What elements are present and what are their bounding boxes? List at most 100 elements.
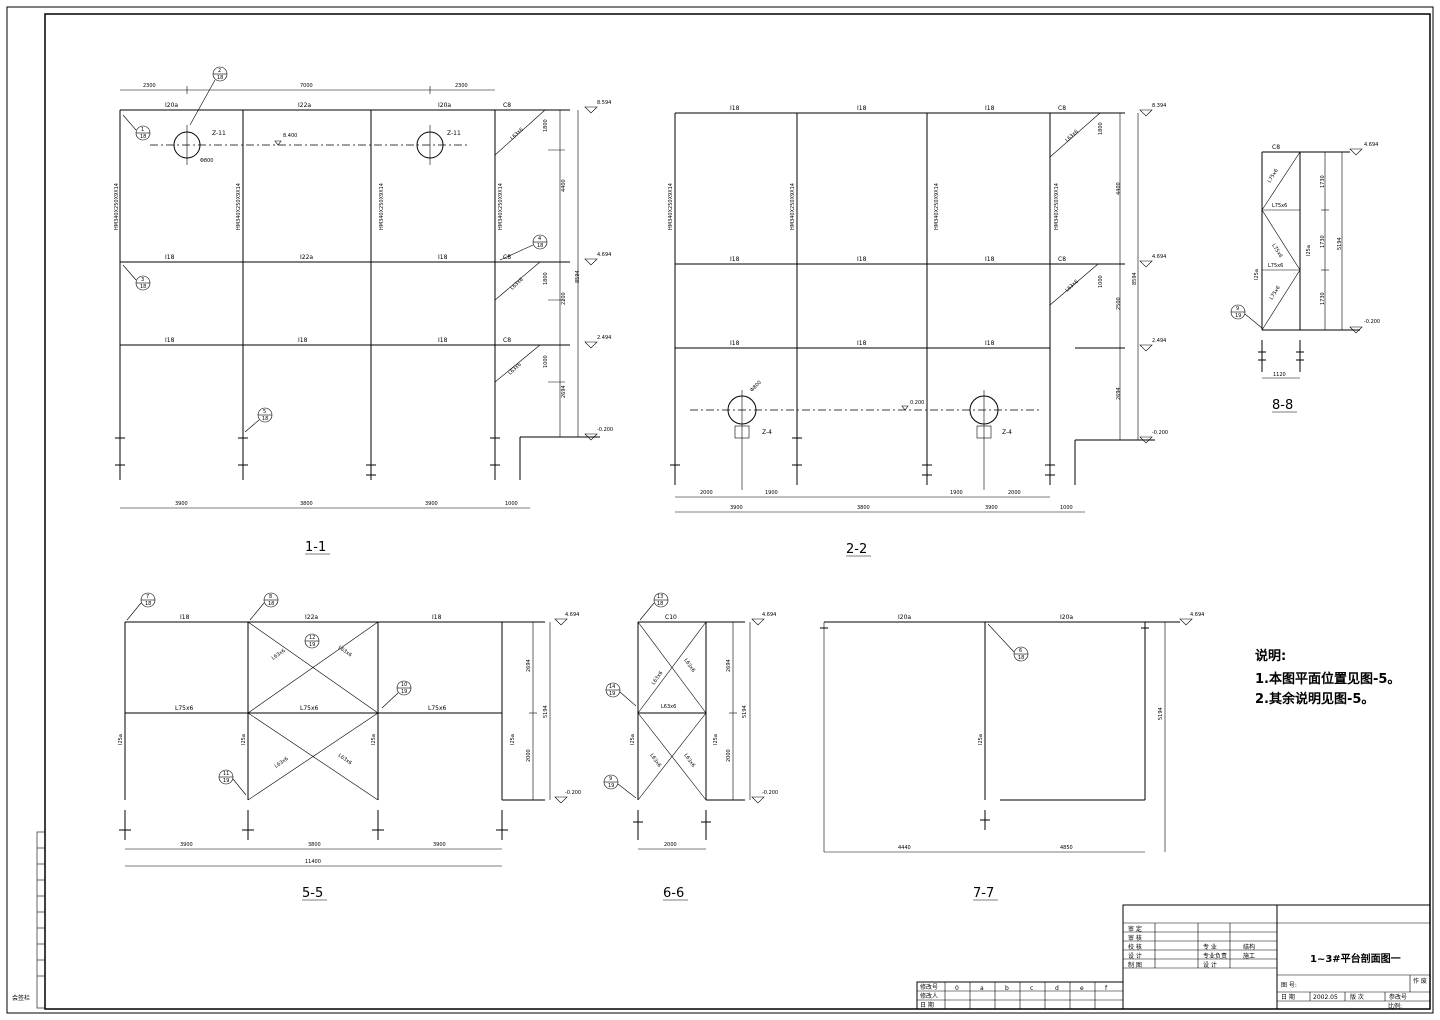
left-stamp-label: 会签栏 [12, 994, 30, 1002]
dim-bottom: 4850 [1060, 845, 1073, 851]
level-label: 4.694 [1190, 612, 1204, 618]
side-dim: 2500 [1116, 297, 1122, 310]
svg-text:19: 19 [608, 783, 614, 789]
side-dim: 8594 [575, 270, 581, 283]
callout-bubble: 7 18 [126, 592, 156, 621]
callout-bubble: 9 19 [1230, 304, 1263, 329]
outer-border [6, 6, 1434, 1014]
beam-label: I18 [730, 105, 740, 112]
dim-top: 7000 [300, 83, 313, 89]
side-dim: 1800 [543, 272, 549, 285]
beam-label: C8 [1272, 144, 1280, 151]
beam-label: I18 [165, 337, 175, 344]
dim-bottom: 3900 [985, 505, 998, 511]
column-label: I25a [241, 734, 247, 745]
level-label: 4.694 [1152, 254, 1166, 260]
bracing-label: L63x6 [337, 753, 353, 767]
svg-text:12: 12 [309, 635, 315, 641]
level-label: 2.494 [597, 335, 611, 341]
side-dim: 1000 [1098, 275, 1104, 288]
left-stamp-table: 会签栏 [12, 831, 46, 1009]
rev-letter: a [980, 985, 984, 992]
section-title: 8-8 [1272, 398, 1293, 413]
sub-dim: 2000 [700, 490, 713, 496]
side-dim: 1800 [1098, 122, 1104, 135]
svg-text:19: 19 [309, 642, 315, 648]
dim-bottom: 4440 [898, 845, 911, 851]
section-7-7: I20a I20a I25a 5194 4.694 4440 4850 6 18… [820, 612, 1204, 901]
drawing-no-label: 图 号: [1281, 982, 1297, 989]
side-dim: 2694 [1116, 387, 1122, 400]
level-label: 4.694 [565, 612, 579, 618]
ref-label: 参改号 [1389, 993, 1407, 1001]
sign-label: 校 核 [1128, 943, 1142, 951]
level-label: -0.200 [597, 427, 613, 433]
section-6-6: C10 L63x6 I25a I25a L63x6 L63x6 L63x6 L6… [603, 592, 778, 901]
inner-border [44, 13, 1431, 1010]
svg-text:9: 9 [609, 776, 612, 782]
section-title: 2-2 [846, 542, 867, 557]
svg-text:11: 11 [223, 771, 229, 777]
side-dim: 1800 [543, 119, 549, 132]
sign-label: 审 核 [1128, 934, 1142, 942]
section-title: 7-7 [973, 886, 994, 901]
notes-block: 说明: 1.本图平面位置见图-5。 2.其余说明见图-5。 [1255, 648, 1400, 707]
bracing-label: L63x6 [271, 648, 287, 662]
column-label: I25a [118, 734, 124, 745]
svg-text:19: 19 [223, 778, 229, 784]
svg-text:8: 8 [269, 594, 272, 600]
dim-total: 11400 [305, 859, 321, 865]
beam-label: C8 [1058, 105, 1066, 112]
column-label: I25a [371, 734, 377, 745]
beam-label: I18 [857, 256, 867, 263]
callout-bubble: 6 18 [987, 623, 1029, 662]
callout-bubble: 12 19 [304, 633, 320, 649]
callout-bubble: 10 19 [381, 680, 412, 709]
callout-bubble: 9 19 [603, 774, 637, 799]
side-dim: 1730 [1320, 235, 1326, 248]
side-dim: 1730 [1320, 175, 1326, 188]
beam-label: C8 [503, 102, 511, 109]
notes-heading: 说明: [1255, 648, 1286, 664]
title-block: 审 定 审 核 校 核 设 计 制 图 专 业 专业负责 设 计 结构 施工 1… [916, 904, 1431, 1010]
dim-bottom: 1000 [505, 501, 518, 507]
drawing-title: 1~3#平台剖面图一 [1310, 952, 1401, 965]
section-8-8: C8 L75x6 L75x6 L75x6 L75x6 L75x6 I25a I2… [1230, 142, 1380, 413]
rev-letter: 0 [955, 985, 959, 992]
callout-bubble: 1 18 [122, 114, 151, 141]
column-label: I25a [510, 734, 516, 745]
side-dim: 1730 [1320, 292, 1326, 305]
dim-bottom: 3900 [175, 501, 188, 507]
level-label: -0.200 [1152, 430, 1168, 436]
dim-bottom: 3900 [180, 842, 193, 848]
sign-label-right: 设 计 [1203, 961, 1217, 969]
elevation-mark: 0.200 [910, 400, 924, 406]
section-1-1: 2300 7000 2300 3900 3800 3900 1000 I20a … [114, 66, 613, 555]
level-label: -0.200 [565, 790, 581, 796]
beam-label: I22a [300, 254, 313, 261]
dim-bottom: 3900 [730, 505, 743, 511]
svg-text:10: 10 [401, 682, 407, 688]
rev-row-label: 修改人 [920, 992, 938, 1000]
beam-label: C8 [1058, 256, 1066, 263]
member-label: L75x6 [1270, 243, 1283, 259]
beam-label: I20a [438, 102, 451, 109]
callout-bubble: 8 18 [249, 592, 279, 621]
rev-row-label: 修改号 [920, 983, 938, 991]
dim-bottom: 3900 [425, 501, 438, 507]
column-label: HM340X250X9X14 [790, 183, 796, 230]
rev-letter: d [1055, 985, 1059, 992]
rev-letter: e [1080, 985, 1084, 992]
section-2-2: Z-4 Z-4 0.200 Φ800 I18 I18 I18 C8 I18 I1… [668, 103, 1168, 557]
bracing-label: L63x6 [507, 362, 522, 377]
svg-text:5: 5 [263, 409, 266, 415]
beam-label: I18 [985, 256, 995, 263]
member-label: L75x6 [1272, 203, 1287, 209]
beam-label: I18 [165, 254, 175, 261]
beam-label: C8 [503, 337, 511, 344]
callout-bubble: 13 18 [639, 592, 669, 621]
beam-label: I18 [985, 105, 995, 112]
sign-label-right: 专业负责 [1203, 952, 1227, 960]
sub-dim: 2000 [1008, 490, 1021, 496]
bracing-label: L63x6 [651, 670, 665, 686]
